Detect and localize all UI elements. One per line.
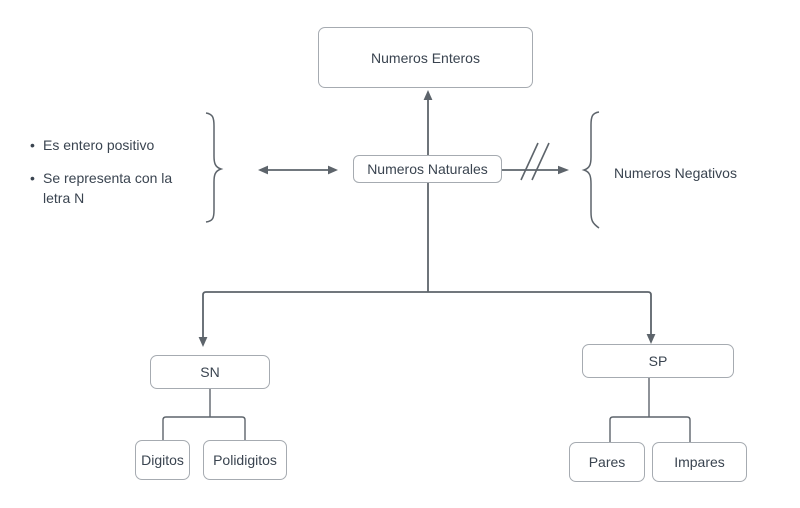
note-text: Es entero positivo (43, 137, 155, 153)
bullet-icon: • (30, 170, 35, 186)
node-polidigitos: Polidigitos (203, 440, 287, 480)
node-label: Pares (588, 454, 626, 470)
left-brace-icon (205, 112, 224, 223)
node-label: Polidigitos (213, 452, 277, 468)
tree-sp-children (609, 378, 691, 442)
node-digitos: Digitos (135, 440, 190, 480)
numeros-negativos-label: Numeros Negativos (614, 165, 737, 181)
tree-naturales-to-sn-sp (198, 183, 656, 347)
node-sp: SP (582, 344, 734, 378)
slash-icon (531, 142, 550, 181)
arrow-naturales-to-enteros (423, 90, 433, 155)
naturales-note: • Es entero positivo • Se representa con… (30, 135, 198, 221)
node-label: Numeros Naturales (367, 161, 488, 177)
node-label: SP (648, 353, 668, 369)
node-impares: Impares (652, 442, 747, 482)
bullet-icon: • (30, 137, 35, 153)
node-label: SN (200, 364, 220, 380)
slash-icon (520, 142, 539, 181)
right-brace-icon (581, 111, 600, 229)
note-item: • Se representa con la letra N (30, 168, 198, 208)
node-label: Digitos (141, 452, 184, 468)
node-label: Impares (674, 454, 725, 470)
node-sn: SN (150, 355, 270, 389)
note-item: • Es entero positivo (30, 135, 198, 155)
double-arrow-left (258, 165, 338, 175)
node-label: Numeros Enteros (371, 49, 480, 66)
crossed-arrow-to-negativos (502, 142, 569, 181)
node-numeros-enteros: Numeros Enteros (318, 27, 533, 88)
node-numeros-naturales: Numeros Naturales (353, 155, 502, 183)
tree-sn-children (162, 389, 246, 440)
note-text: Se representa con la letra N (43, 170, 173, 206)
node-pares: Pares (569, 442, 645, 482)
